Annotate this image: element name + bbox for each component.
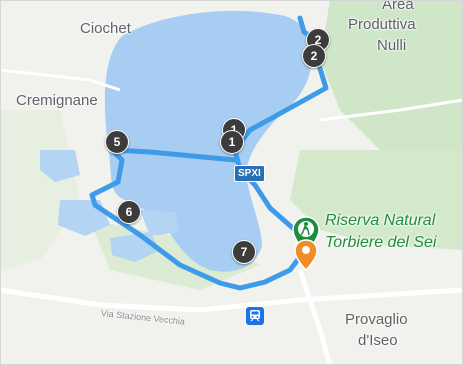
- park-label-line2: Torbiere del Sei: [325, 234, 437, 251]
- place-label-area: Area: [382, 0, 414, 13]
- wetland-ponds: [40, 150, 180, 262]
- road-shield: SPXI: [234, 165, 265, 182]
- place-label-nulli: Nulli: [377, 37, 407, 54]
- green-area-west: [0, 110, 80, 270]
- route-marker[interactable]: 2: [302, 44, 326, 68]
- train-station-icon[interactable]: [246, 307, 264, 325]
- place-label-provaglio: Provaglio: [345, 311, 408, 328]
- lake: [104, 10, 313, 272]
- route-marker[interactable]: 5: [105, 130, 129, 154]
- place-label-cremignane: Cremignane: [16, 92, 98, 109]
- place-label-ciochet: Ciochet: [80, 20, 131, 37]
- green-area-northeast: [320, 0, 463, 180]
- road-east: [319, 98, 463, 122]
- place-label-iseo: d'Iseo: [358, 332, 398, 349]
- route-marker[interactable]: 6: [117, 200, 141, 224]
- orange-pin-icon[interactable]: [293, 238, 319, 272]
- road-main: [0, 287, 463, 313]
- park-label-line1: Riserva Natural: [325, 212, 436, 229]
- green-area-east: [290, 150, 463, 250]
- road-west: [0, 68, 121, 92]
- route-marker[interactable]: 1: [220, 130, 244, 154]
- route-marker[interactable]: 7: [232, 240, 256, 264]
- road-north: [297, 269, 333, 365]
- place-label-produttiva: Produttiva: [348, 16, 416, 33]
